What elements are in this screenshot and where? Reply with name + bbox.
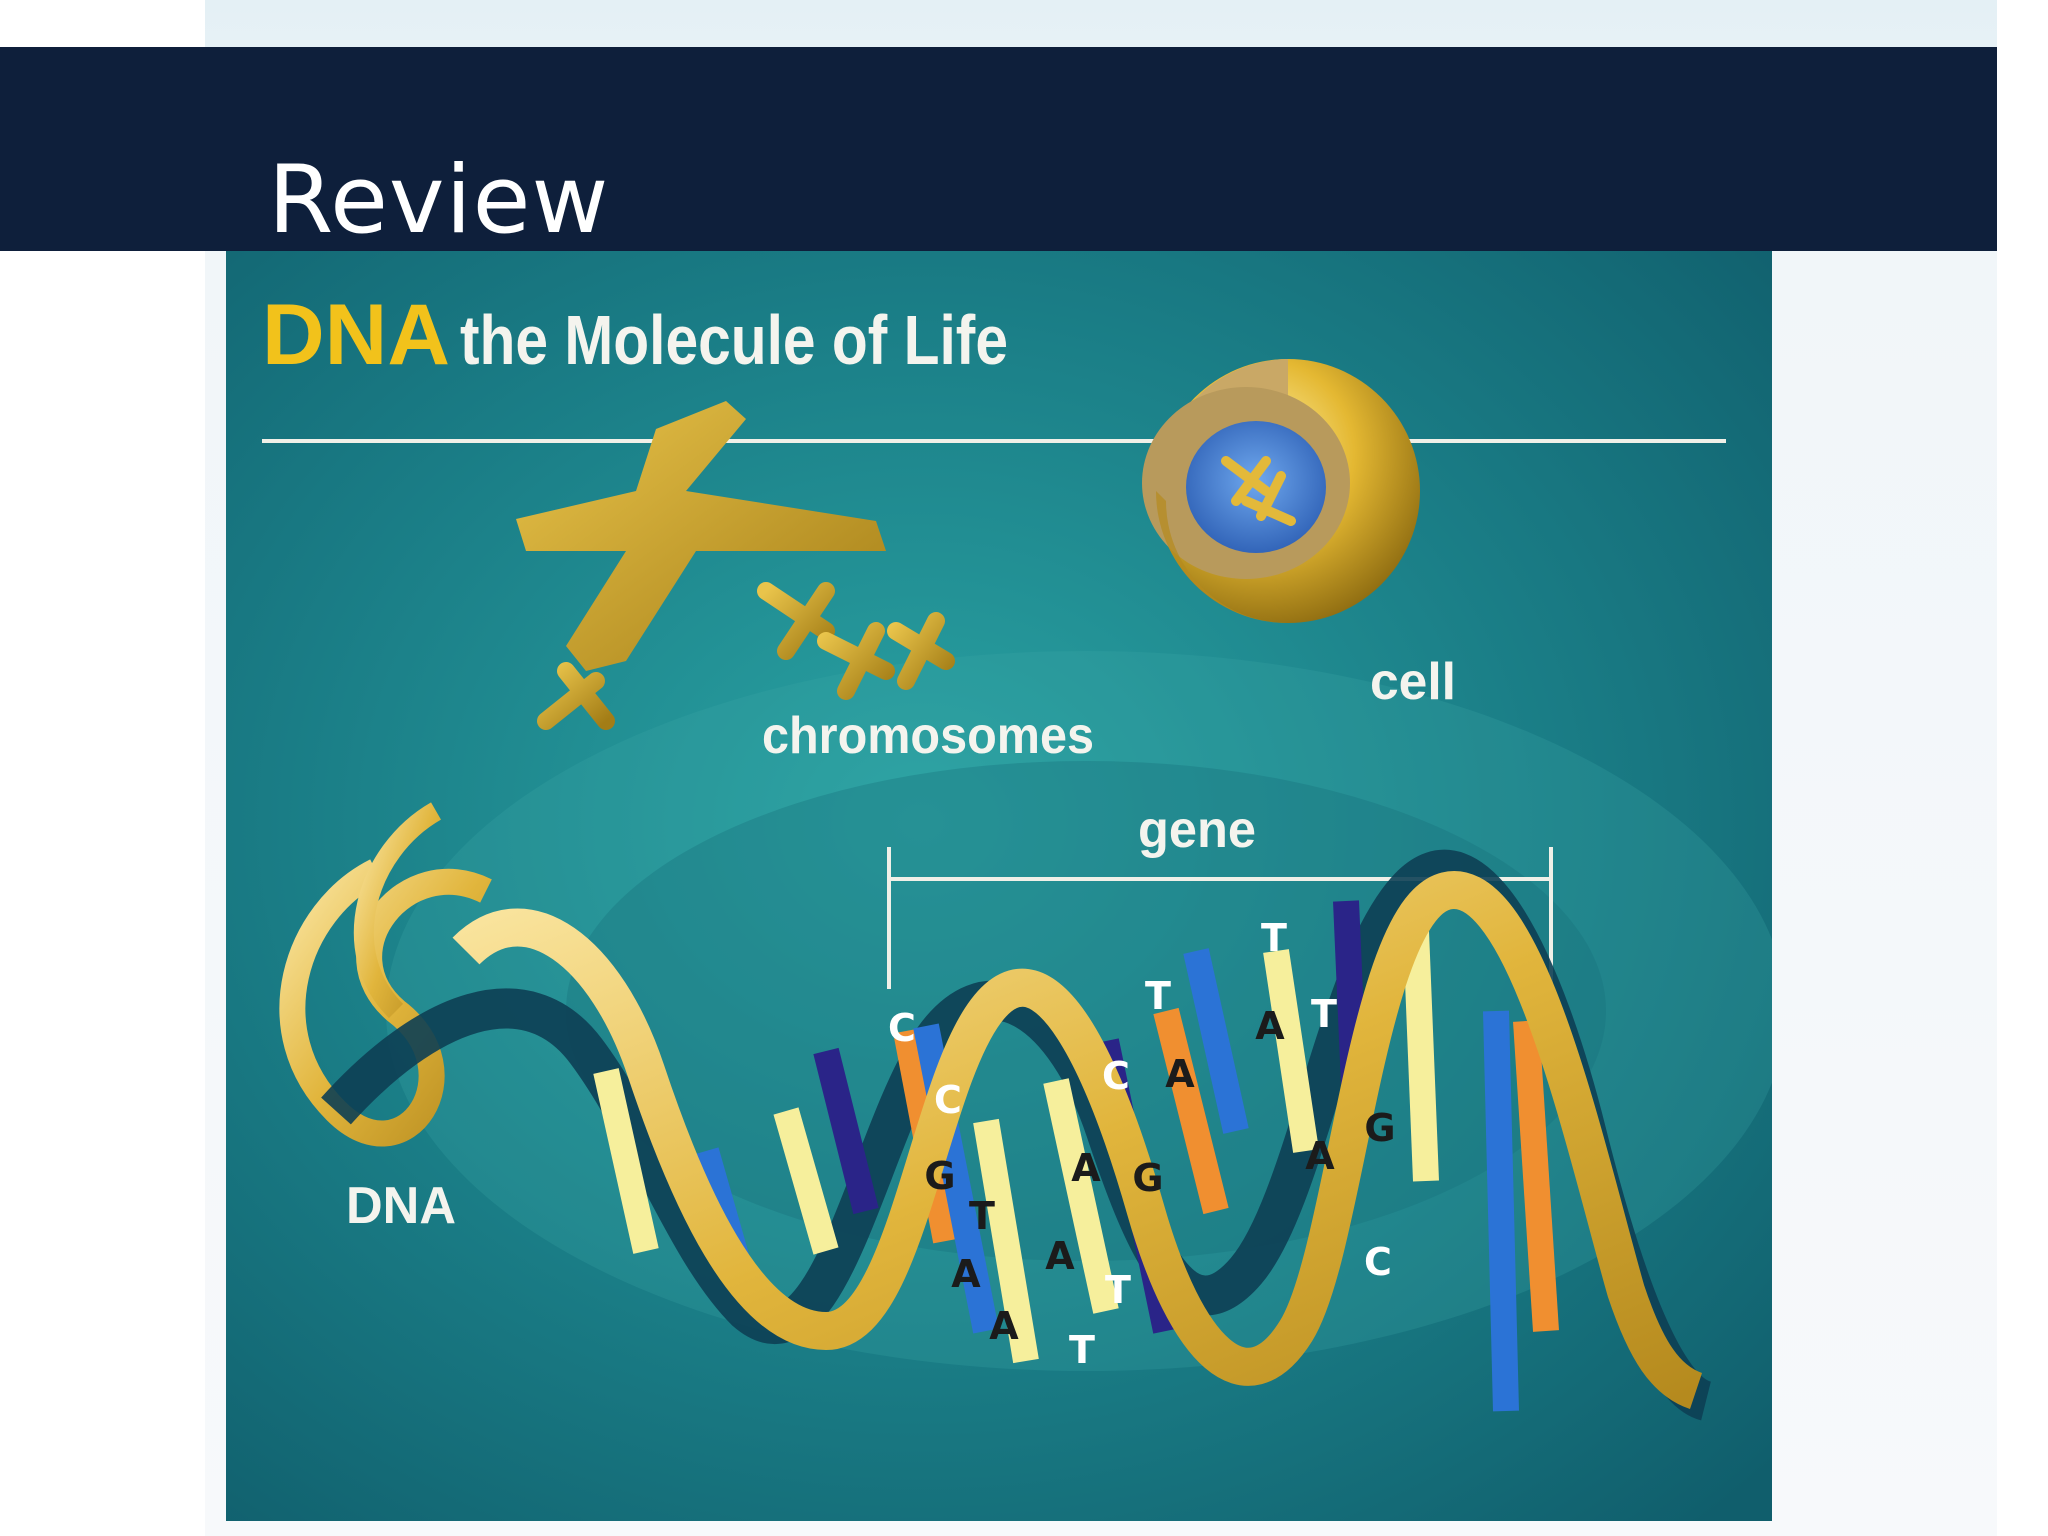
- cell-icon: [1142, 359, 1420, 623]
- heading-dna: DNA: [262, 287, 450, 383]
- base-letter: T: [969, 1194, 995, 1238]
- base-letter: A: [1165, 1052, 1195, 1096]
- base-letter: T: [1311, 992, 1337, 1036]
- base-letter: A: [1071, 1146, 1101, 1190]
- chromosome-small-icons: [537, 582, 955, 730]
- base-letter: A: [989, 1304, 1019, 1348]
- base-letter: T: [1145, 974, 1171, 1018]
- base-letter: G: [1364, 1106, 1395, 1150]
- cell-label: cell: [1370, 653, 1456, 711]
- slide-title: Review: [268, 146, 610, 255]
- title-bar: Review: [0, 47, 1997, 255]
- base-letter: C: [1364, 1240, 1392, 1284]
- base-letters: C C G T A A A T T A C G T A T A T A G C: [888, 916, 1396, 1372]
- base-letter: C: [888, 1006, 916, 1050]
- base-letter: T: [1069, 1328, 1095, 1372]
- chromosomes-label: chromosomes: [762, 707, 1094, 765]
- dna-illustration: DNA the Molecule of Life cell chromosome…: [226, 251, 1772, 1521]
- base-letter: A: [1255, 1004, 1285, 1048]
- base-letter: T: [1261, 916, 1287, 960]
- base-letter: A: [951, 1252, 981, 1296]
- gene-label: gene: [1138, 801, 1256, 859]
- heading-subtitle: the Molecule of Life: [460, 301, 1008, 379]
- base-letter: G: [924, 1154, 955, 1198]
- base-letter: T: [1105, 1268, 1131, 1312]
- dna-label: DNA: [346, 1177, 456, 1235]
- base-letter: G: [1132, 1156, 1163, 1200]
- base-letter: C: [934, 1078, 962, 1122]
- base-letter: A: [1305, 1134, 1335, 1178]
- base-letter: C: [1102, 1054, 1130, 1098]
- dna-helix: [279, 802, 1713, 1421]
- chromosome-large-icon: [516, 401, 886, 671]
- base-letter: A: [1045, 1234, 1075, 1278]
